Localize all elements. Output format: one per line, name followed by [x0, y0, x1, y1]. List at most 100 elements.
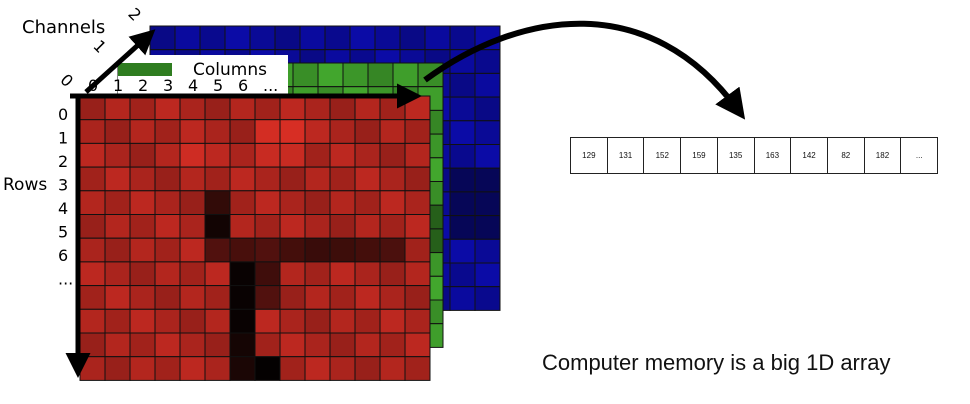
memory-cell: 163 — [755, 138, 792, 173]
red-cell — [129, 356, 156, 381]
blue-cell — [474, 72, 501, 98]
red-cell — [279, 356, 306, 381]
blue-cell — [449, 286, 476, 311]
column-tick-4: 4 — [188, 76, 198, 95]
red-cell — [304, 142, 331, 168]
red-cell — [179, 119, 206, 144]
blue-cell — [474, 262, 501, 288]
red-cell — [279, 285, 306, 310]
red-cell — [79, 119, 106, 144]
red-cell — [104, 356, 131, 381]
red-cell — [254, 356, 281, 381]
red-cell — [104, 285, 131, 310]
red-cell — [179, 214, 206, 239]
red-cell — [79, 356, 106, 381]
red-cell — [129, 285, 156, 310]
blue-cell — [449, 72, 476, 98]
red-cell — [254, 332, 281, 358]
blue-cell — [349, 25, 376, 51]
red-cell — [154, 214, 181, 239]
green-cell — [292, 62, 319, 88]
blue-cell — [399, 25, 426, 51]
red-cell — [204, 285, 231, 310]
red-cell — [254, 190, 281, 216]
red-cell — [229, 261, 256, 287]
red-cell — [404, 119, 431, 144]
red-cell — [104, 190, 131, 216]
red-cell — [229, 237, 256, 263]
red-cell — [104, 332, 131, 358]
row-tick-7: ... — [58, 270, 73, 289]
green-cell — [342, 62, 369, 88]
red-cell — [229, 142, 256, 168]
red-cell — [104, 214, 131, 239]
red-cell — [329, 95, 356, 121]
red-cell — [329, 142, 356, 168]
blue-cell — [474, 49, 501, 74]
column-tick-6: 6 — [238, 76, 248, 95]
red-cell — [304, 356, 331, 381]
red-cell — [279, 261, 306, 287]
row-tick-3: 3 — [58, 176, 68, 195]
red-cell — [404, 285, 431, 310]
red-cell — [354, 237, 381, 263]
red-cell — [354, 356, 381, 381]
red-cell — [79, 261, 106, 287]
red-cell — [104, 237, 131, 263]
red-cell — [129, 308, 156, 334]
blue-cell — [474, 215, 501, 240]
red-cell — [304, 332, 331, 358]
red-cell — [329, 214, 356, 239]
red-cell — [129, 190, 156, 216]
red-cell — [379, 214, 406, 239]
red-cell — [229, 308, 256, 334]
green-strip — [118, 63, 172, 76]
red-cell — [229, 332, 256, 358]
red-cell — [404, 214, 431, 239]
red-cell — [254, 214, 281, 239]
red-cell — [179, 95, 206, 121]
red-cell — [179, 237, 206, 263]
red-cell — [154, 356, 181, 381]
red-cell — [304, 166, 331, 192]
rows-label: Rows — [3, 175, 47, 195]
green-cell — [367, 62, 394, 88]
column-tick-3: 3 — [163, 76, 173, 95]
red-cell — [229, 214, 256, 239]
column-tick-0: 0 — [88, 76, 98, 95]
blue-cell — [474, 238, 501, 264]
red-cell — [329, 166, 356, 192]
red-cell — [329, 332, 356, 358]
column-tick-7: ... — [263, 76, 278, 95]
memory-cell: 129 — [571, 138, 608, 173]
blue-cell — [474, 167, 501, 193]
red-cell — [79, 166, 106, 192]
red-cell — [204, 237, 231, 263]
red-cell — [379, 237, 406, 263]
red-cell — [79, 142, 106, 168]
red-cell — [204, 308, 231, 334]
red-cell — [279, 166, 306, 192]
memory-cell: 135 — [718, 138, 755, 173]
blue-cell — [449, 167, 476, 193]
red-cell — [179, 190, 206, 216]
red-cell — [204, 166, 231, 192]
blue-cell — [224, 25, 251, 51]
red-cell — [279, 214, 306, 239]
red-cell — [229, 190, 256, 216]
red-cell — [254, 261, 281, 287]
columns-label-backdrop — [172, 55, 288, 95]
red-cell — [279, 332, 306, 358]
red-cell — [354, 308, 381, 334]
red-cell — [354, 285, 381, 310]
red-cell — [79, 237, 106, 263]
red-cell — [179, 308, 206, 334]
channel-tick-1: 1 — [89, 36, 110, 57]
blue-cell — [274, 25, 301, 51]
red-cell — [179, 166, 206, 192]
red-cell — [154, 261, 181, 287]
blue-cell — [249, 25, 276, 51]
row-tick-0: 0 — [58, 105, 68, 124]
blue-cell — [474, 191, 501, 217]
red-cell — [79, 285, 106, 310]
